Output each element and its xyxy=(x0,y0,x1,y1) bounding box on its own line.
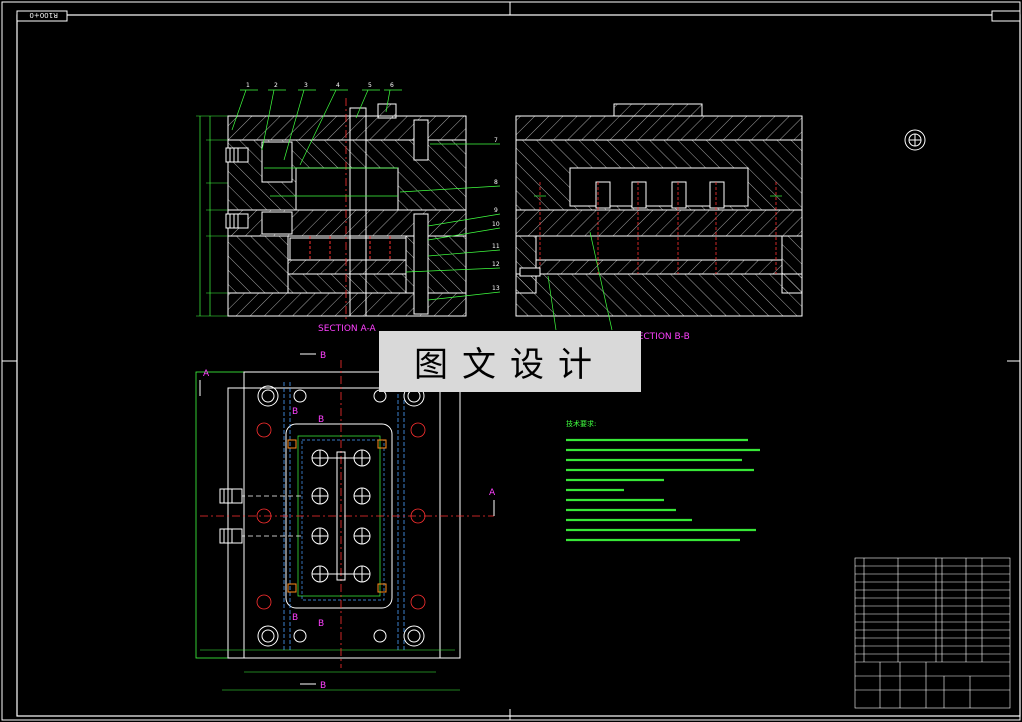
watermark-text: 图文设计 xyxy=(414,345,606,385)
callout-5: 5 xyxy=(368,82,372,89)
callouts-right: 7 8 9 10 11 12 13 xyxy=(399,137,501,301)
tech-requirements-title: 技术要求: xyxy=(566,419,596,428)
cooling-fitting-plan-2 xyxy=(219,528,243,544)
cut-mark-b-inner-top: B xyxy=(318,415,324,425)
cut-plane-markers: B B B B B B A A xyxy=(199,351,496,691)
title-block xyxy=(854,557,1011,709)
cut-mark-a-right: A xyxy=(489,488,496,498)
section-a-a-view: 1 2 3 4 5 6 7 8 9 10 11 12 13 SECTION A-… xyxy=(196,82,501,334)
callout-13: 13 xyxy=(492,285,500,292)
stamp-label: R100+0 xyxy=(29,11,58,19)
plan-view: B B B B B B A A xyxy=(195,351,496,691)
cut-mark-b-left-bottom: B xyxy=(292,613,298,623)
drawing-number-stamp-right xyxy=(991,10,1021,22)
callout-9: 9 xyxy=(494,207,498,214)
callout-10: 10 xyxy=(492,221,500,228)
callout-12: 12 xyxy=(492,261,500,268)
cut-mark-b-left-top: B xyxy=(292,407,298,417)
callout-4: 4 xyxy=(336,82,340,89)
callout-11: 11 xyxy=(492,243,500,250)
callout-3: 3 xyxy=(304,82,308,89)
surface-finish-symbol xyxy=(904,129,926,151)
callouts-top: 1 2 3 4 5 6 xyxy=(231,82,402,166)
cut-mark-b-inner-bottom: B xyxy=(318,619,324,629)
cooling-fitting-top-left xyxy=(225,147,249,163)
callout-1: 1 xyxy=(246,82,250,89)
cut-mark-b-bottom: B xyxy=(320,681,326,691)
callout-8: 8 xyxy=(494,179,498,186)
callout-6: 6 xyxy=(390,82,394,89)
technical-requirements: 技术要求: xyxy=(566,419,760,542)
cut-mark-a-left: A xyxy=(203,369,210,379)
section-b-b-label: SECTION B-B xyxy=(632,332,690,342)
section-b-b-view: SECTION B-B xyxy=(515,103,803,342)
section-a-a-label: SECTION A-A xyxy=(318,324,377,334)
callout-7: 7 xyxy=(494,137,498,144)
callout-2: 2 xyxy=(274,82,278,89)
watermark-banner: 图文设计 xyxy=(379,331,641,392)
inner-frame xyxy=(16,14,1021,717)
cut-mark-b-top: B xyxy=(320,351,326,361)
cooling-fitting-plan-1 xyxy=(219,488,243,504)
drawing-number-stamp: R100+0 xyxy=(16,10,68,22)
cooling-fitting-mid-left xyxy=(225,213,249,229)
